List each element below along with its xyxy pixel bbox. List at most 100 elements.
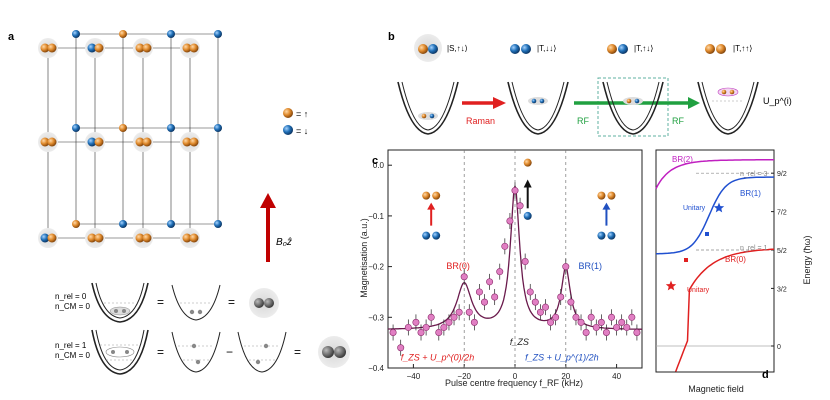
atom-icon [214, 220, 222, 228]
c-data-point [427, 313, 435, 321]
atom-icon [135, 43, 145, 53]
atom-icon [182, 137, 192, 147]
c-data-point [562, 263, 570, 271]
c-data-point [455, 308, 463, 316]
d-curve-br1 [656, 176, 774, 255]
c-xtick-label: −20 [457, 372, 471, 381]
d-ytick-label: 0 [777, 344, 781, 351]
optical-lattice-diagram [38, 30, 222, 248]
d-marker-br0 [684, 258, 688, 262]
panel-a-letter: a [8, 31, 15, 43]
rf-label-2: RF [672, 116, 684, 126]
atom-icon [87, 137, 97, 147]
c-data-point [582, 329, 590, 337]
c-data-point [592, 323, 600, 331]
c-data-point [526, 288, 534, 296]
atom-icon [72, 124, 80, 132]
d-ytick-label: 3/2 [777, 286, 787, 293]
spin-atom-icon [607, 231, 616, 240]
c-data-point [623, 323, 631, 331]
c-data-point [608, 313, 616, 321]
field-label: B₀ẑ [276, 237, 292, 248]
atom-icon [47, 137, 57, 147]
c-data-point [486, 278, 494, 286]
spin-atom-icon [422, 191, 431, 200]
c-data-point [412, 318, 420, 326]
eq2-equals: = [294, 345, 301, 359]
c-icon-br1 [597, 191, 616, 240]
spin-atom-icon [523, 211, 532, 220]
rf-label-1: RF [577, 116, 589, 126]
spin-up-legend: = ↑ [296, 109, 308, 119]
c-data-point [618, 318, 626, 326]
c-data-point [628, 313, 636, 321]
c-formula-right: f_ZS + U_p^(1)/2h [525, 352, 599, 362]
d-label-br0: BR(0) [725, 255, 746, 264]
c-data-point [435, 329, 443, 337]
c-data-point [536, 308, 544, 316]
magnetic-field-arrow: B₀ẑ [260, 193, 292, 262]
atom-icon [94, 137, 104, 147]
c-peak-label-fzs: f_ZS [510, 337, 529, 347]
atom-icon [135, 233, 145, 243]
c-formula-left: f_ZS + U_p^(0)/2h [401, 352, 475, 362]
eq1-ncm: n_CM = 0 [55, 302, 90, 311]
c-ytick-label: −0.1 [368, 212, 384, 221]
spin-atom-icon [422, 231, 431, 240]
atom-icon [182, 233, 192, 243]
spin-atom-icon [432, 191, 441, 200]
d-ytick-label: 5/2 [777, 248, 787, 255]
d-unitary-star-br0 [665, 280, 677, 291]
spin-atom-icon [597, 231, 606, 240]
c-data-point [572, 313, 580, 321]
atom-icon [167, 30, 175, 38]
atom-icon [214, 30, 222, 38]
c-data-point [511, 187, 519, 195]
c-data-point [397, 344, 405, 352]
state-header: |S,↑↓⟩ |T,↓↓⟩ |T,↑↓⟩ |T,↑↑⟩ [414, 34, 752, 62]
c-data-point [547, 318, 555, 326]
c-data-point [587, 313, 595, 321]
eq2-minus: − [226, 345, 233, 359]
panel-c-letter: c [372, 155, 378, 167]
d-ytick-label: 9/2 [777, 171, 787, 178]
c-data-point [506, 217, 514, 225]
c-data-point [633, 329, 641, 337]
atom-icon [94, 43, 104, 53]
state-triplet-mixed: |T,↑↓⟩ [634, 44, 653, 53]
c-xtick-label: 0 [513, 372, 518, 381]
atom-icon [119, 220, 127, 228]
c-data-point [475, 288, 483, 296]
c-xtick-label: −40 [407, 372, 421, 381]
c-data-point [567, 298, 575, 306]
c-peak-label-br0: BR(0) [446, 261, 470, 271]
c-peak-label-br1: BR(1) [579, 261, 603, 271]
atom-icon [119, 124, 127, 132]
c-ytick-label: 0.0 [373, 161, 385, 170]
atom-icon [189, 137, 199, 147]
atom-icon [47, 233, 57, 243]
c-data-point [516, 202, 524, 210]
atom-icon [182, 43, 192, 53]
c-xlabel: Pulse centre frequency f_RF (kHz) [445, 378, 583, 388]
d-curve-br0 [674, 248, 775, 372]
eq1-nrel: n_rel = 0 [55, 292, 87, 301]
c-data-point [460, 273, 468, 281]
c-data-point [491, 293, 499, 301]
equation-row-ground: n_rel = 0 n_CM = 0 = = [55, 282, 279, 323]
d-unitary-star-br1 [713, 202, 725, 213]
interaction-energy-label: U_p^(i) [763, 96, 792, 106]
c-data-point [597, 318, 605, 326]
c-data-point [531, 298, 539, 306]
c-data-point [496, 268, 504, 276]
d-curve-br2 [655, 159, 774, 189]
panel-b-letter: b [388, 31, 395, 43]
panel-d-letter: d [762, 369, 769, 381]
d-label-br2: BR(2) [672, 155, 693, 164]
atom-icon [119, 30, 127, 38]
atom-icon [135, 137, 145, 147]
spin-arrow-head [602, 202, 611, 210]
atom-icon [214, 124, 222, 132]
